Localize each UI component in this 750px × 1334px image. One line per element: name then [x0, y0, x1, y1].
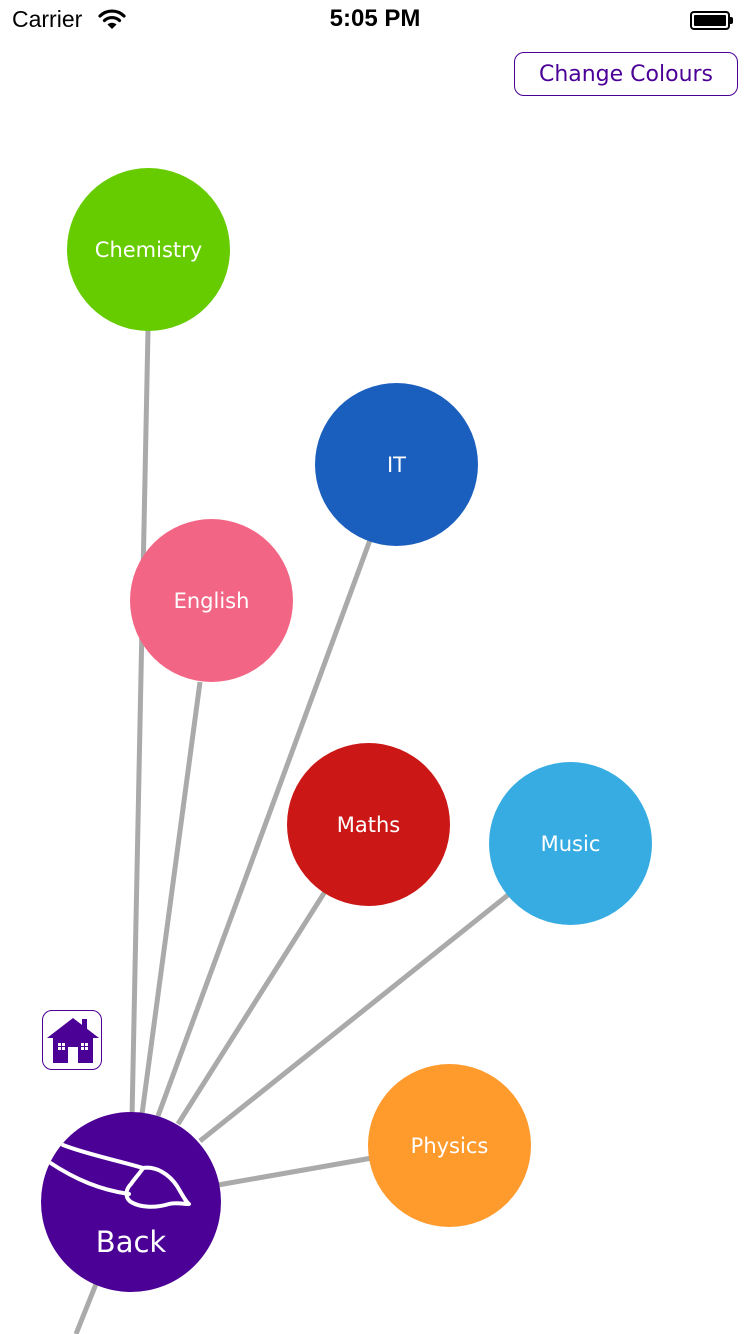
maths-label: Maths	[336, 812, 401, 837]
pointing-hand-icon	[47, 1143, 191, 1209]
carrier-name: Carrier	[12, 6, 83, 32]
music-label: Music	[540, 831, 601, 856]
connector-physics	[217, 1155, 373, 1188]
english-label: English	[173, 588, 250, 613]
back-button[interactable]: Back	[41, 1112, 221, 1292]
wifi-icon	[98, 9, 126, 29]
maths-bubble[interactable]: Maths	[287, 743, 450, 906]
connector-chemistry	[129, 329, 151, 1119]
status-bar: Carrier 5:05 PM	[0, 0, 750, 40]
house-icon	[47, 1018, 99, 1063]
chemistry-label: Chemistry	[94, 237, 203, 262]
back-label: Back	[95, 1225, 167, 1259]
physics-bubble[interactable]: Physics	[368, 1064, 531, 1227]
music-bubble[interactable]: Music	[489, 762, 652, 925]
it-label: IT	[386, 452, 407, 477]
connector-maths	[175, 888, 329, 1126]
home-button[interactable]	[42, 1010, 102, 1070]
english-bubble[interactable]: English	[130, 519, 293, 682]
battery-icon	[690, 11, 734, 30]
connector-it	[155, 539, 373, 1117]
connector-tail	[73, 1283, 99, 1334]
physics-label: Physics	[410, 1133, 489, 1158]
it-bubble[interactable]: IT	[315, 383, 478, 546]
chemistry-bubble[interactable]: Chemistry	[67, 168, 230, 331]
connector-english	[139, 681, 203, 1115]
connector-music	[198, 893, 510, 1143]
clock: 5:05 PM	[329, 5, 421, 32]
change-colours-button[interactable]: Change Colours	[514, 52, 738, 96]
